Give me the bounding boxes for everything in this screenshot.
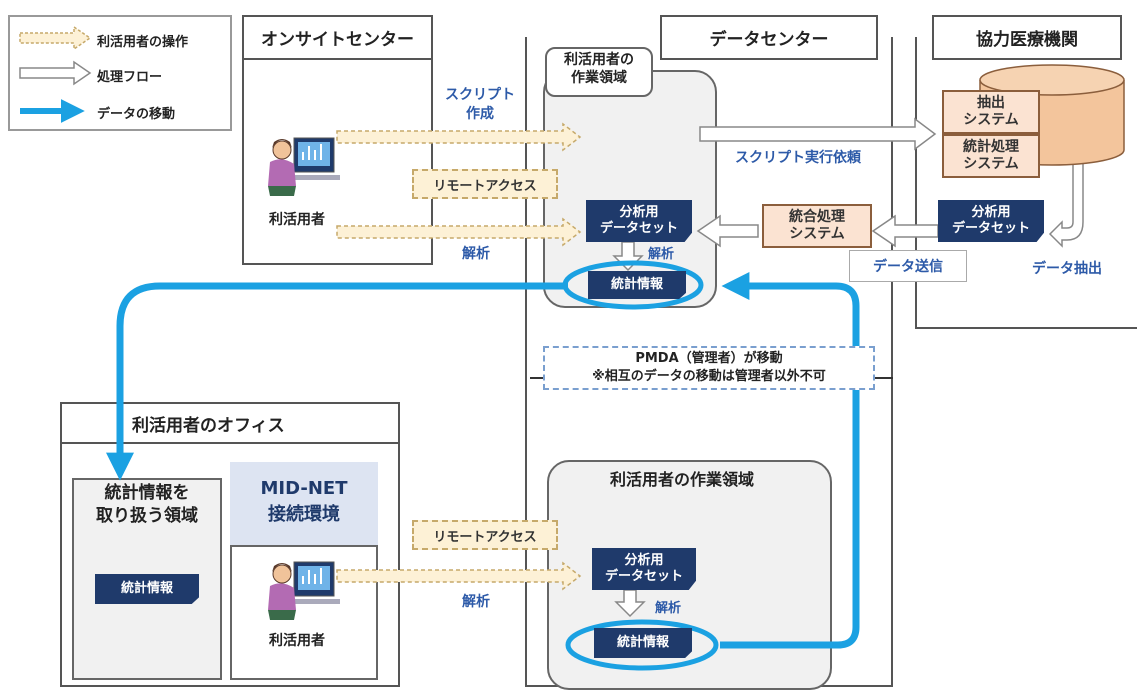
pmda-note-line2: ※相互のデータの移動は管理者以外不可 <box>592 369 826 385</box>
workspace-1-title: 利活用者の 作業領域 <box>545 47 653 97</box>
legend-process-flow-arrow <box>19 60 92 86</box>
stats-1-highlight <box>562 260 704 310</box>
stats-1: 統計情報 <box>588 271 686 299</box>
midnet-title: MID-NET 接続環境 <box>230 462 378 547</box>
to-integration-arrow <box>871 214 939 248</box>
extract-system: 抽出 システム <box>942 90 1040 134</box>
script-exec-label: スクリプト実行依頼 <box>735 150 861 166</box>
onsite-remote-access-label: リモートアクセス <box>412 169 558 199</box>
onsite-center-title: オンサイトセンター <box>242 15 433 60</box>
stats-to-office-flow <box>106 282 568 481</box>
legend-user-op-label: 利活用者の操作 <box>97 35 189 50</box>
data-extract-label: データ抽出 <box>1032 261 1102 277</box>
stats-process-system: 統計処理 システム <box>942 134 1040 178</box>
database-top <box>979 64 1125 96</box>
script-exec-arrow <box>699 117 937 151</box>
office-analysis-arrow <box>336 561 582 591</box>
hospital-dataset: 分析用 データセット <box>938 200 1044 242</box>
office-remote-access-label: リモートアクセス <box>412 520 558 550</box>
onsite-user-figure <box>268 137 340 196</box>
office-user-figure <box>268 561 340 620</box>
script-create-arrow <box>336 122 582 152</box>
legend-user-op-arrow <box>19 25 92 51</box>
datacenter-title: データセンター <box>660 15 878 60</box>
dataset-1: 分析用 データセット <box>586 200 692 242</box>
onsite-analysis-label: 解析 <box>462 246 490 262</box>
pmda-note: PMDA（管理者）が移動 ※相互のデータの移動は管理者以外不可 <box>543 346 875 390</box>
stats-2-highlight <box>565 619 719 671</box>
dataset-2: 分析用 データセット <box>592 548 696 590</box>
office-user-label: 利活用者 <box>269 633 325 649</box>
workspace2-to-ws1-flow <box>720 272 860 649</box>
office-analysis-label: 解析 <box>462 594 490 610</box>
office-stats: 統計情報 <box>95 574 199 604</box>
stats-2: 統計情報 <box>594 628 692 658</box>
integration-system: 統合処理 システム <box>762 204 872 248</box>
analysis-2-label: 解析 <box>655 601 682 616</box>
extract-down-arrow <box>1048 151 1084 248</box>
legend-data-move-label: データの移動 <box>97 107 176 122</box>
script-create-label: スクリプト 作成 <box>445 87 515 122</box>
analysis-1-label: 解析 <box>648 247 675 262</box>
onsite-analysis-arrow <box>336 217 582 247</box>
pmda-note-line1: PMDA（管理者）が移動 <box>635 351 783 366</box>
onsite-user-label: 利活用者 <box>269 212 325 228</box>
analysis-down-arrow-2 <box>614 589 646 618</box>
to-dataset-arrow <box>696 214 759 248</box>
stats-area-title: 統計情報を 取り扱う領域 <box>96 483 198 526</box>
legend-process-flow-label: 処理フロー <box>97 70 163 85</box>
hospital-title: 協力医療機関 <box>932 15 1122 60</box>
data-send-label: データ送信 <box>849 250 967 282</box>
workspace-2-title: 利活用者の作業領域 <box>609 470 754 489</box>
